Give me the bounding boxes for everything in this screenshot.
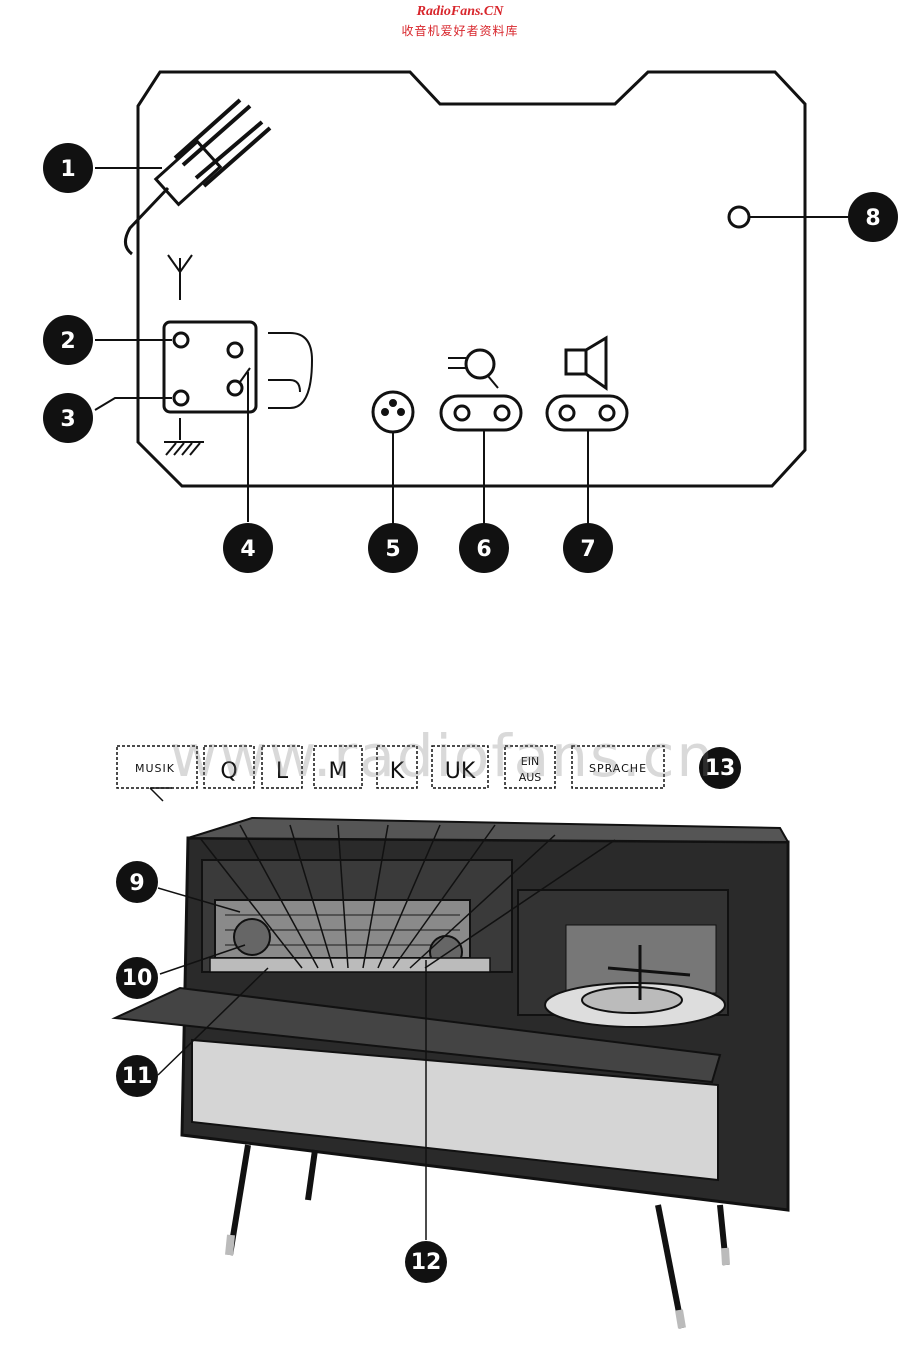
key-label-uk: UK — [445, 759, 476, 784]
callout-1-label: 1 — [60, 157, 75, 182]
callout-3: 3 — [43, 393, 93, 443]
rear-panel-outline — [136, 70, 807, 488]
callout-7-label: 7 — [580, 537, 595, 562]
callout-10-label: 10 — [122, 966, 153, 991]
callout-9: 9 — [116, 861, 158, 903]
key-uk — [431, 745, 489, 789]
terminal-2 — [172, 331, 190, 349]
drop-down-flap — [111, 986, 722, 1084]
key-sprache — [571, 745, 665, 789]
callout-12-label: 12 — [411, 1250, 442, 1275]
site-title: RadioFans.CN — [416, 4, 504, 19]
callout-11: 11 — [116, 1055, 158, 1097]
callout-12: 12 — [405, 1241, 447, 1283]
key-label-m: M — [329, 759, 348, 784]
callout-8: 8 — [848, 192, 898, 242]
antenna-symbol — [167, 254, 193, 300]
callout-7: 7 — [563, 523, 613, 573]
callout-4-label: 4 — [240, 537, 255, 562]
callout-6: 6 — [459, 523, 509, 573]
key-label-k: K — [390, 759, 405, 784]
leader-10 — [159, 944, 246, 975]
callout-9-label: 9 — [129, 871, 144, 896]
callout-1: 1 — [43, 143, 93, 193]
terminal-3 — [172, 389, 190, 407]
callout-10: 10 — [116, 957, 158, 999]
leader-3 — [94, 397, 172, 411]
pushbutton-strip — [116, 745, 665, 789]
key-label-musik: MUSIK — [135, 762, 175, 775]
callout-4: 4 — [223, 523, 273, 573]
antenna-terminal-block — [162, 320, 314, 414]
callout-2-label: 2 — [60, 329, 75, 354]
key-leaders — [199, 824, 616, 969]
rear-panel — [136, 70, 807, 488]
callout-13: 13 — [699, 747, 741, 789]
callout-6-label: 6 — [476, 537, 491, 562]
leader-9 — [157, 887, 241, 913]
callout-5: 5 — [368, 523, 418, 573]
fixing-hole-8 — [727, 205, 751, 229]
turntable — [544, 945, 726, 1028]
callout-5-label: 5 — [385, 537, 400, 562]
key-label-ein: EIN — [521, 755, 539, 768]
key-row — [209, 957, 491, 973]
site-subtitle: 收音机爱好者资料库 — [401, 24, 519, 38]
mains-plug — [124, 98, 272, 256]
pickup-socket — [439, 348, 523, 432]
key-ein-aus — [504, 745, 556, 789]
socket-5 — [371, 390, 415, 434]
key-label-aus: AUS — [519, 771, 542, 784]
radiogram-cabinet — [111, 816, 790, 1329]
key-label-q: Q — [220, 759, 237, 784]
left-knob — [233, 918, 271, 956]
leg-tips — [225, 1234, 730, 1329]
speaker-socket — [545, 335, 629, 432]
callout-2: 2 — [43, 315, 93, 365]
callout-13-label: 13 — [705, 756, 736, 781]
speaker-grille — [191, 1038, 719, 1182]
callout-3-label: 3 — [60, 407, 75, 432]
key-q — [203, 745, 255, 789]
leader-11 — [157, 967, 269, 1076]
callout-11-label: 11 — [122, 1064, 153, 1089]
key-k — [376, 745, 418, 789]
callout-8-label: 8 — [865, 206, 880, 231]
watermark: www.radiofans.cn — [170, 722, 716, 790]
key-label-l: L — [276, 759, 289, 784]
key-l — [261, 745, 303, 789]
ground-symbol — [164, 418, 204, 456]
cabinet-top — [187, 816, 790, 844]
key-label-sprache: SPRACHE — [589, 762, 647, 775]
